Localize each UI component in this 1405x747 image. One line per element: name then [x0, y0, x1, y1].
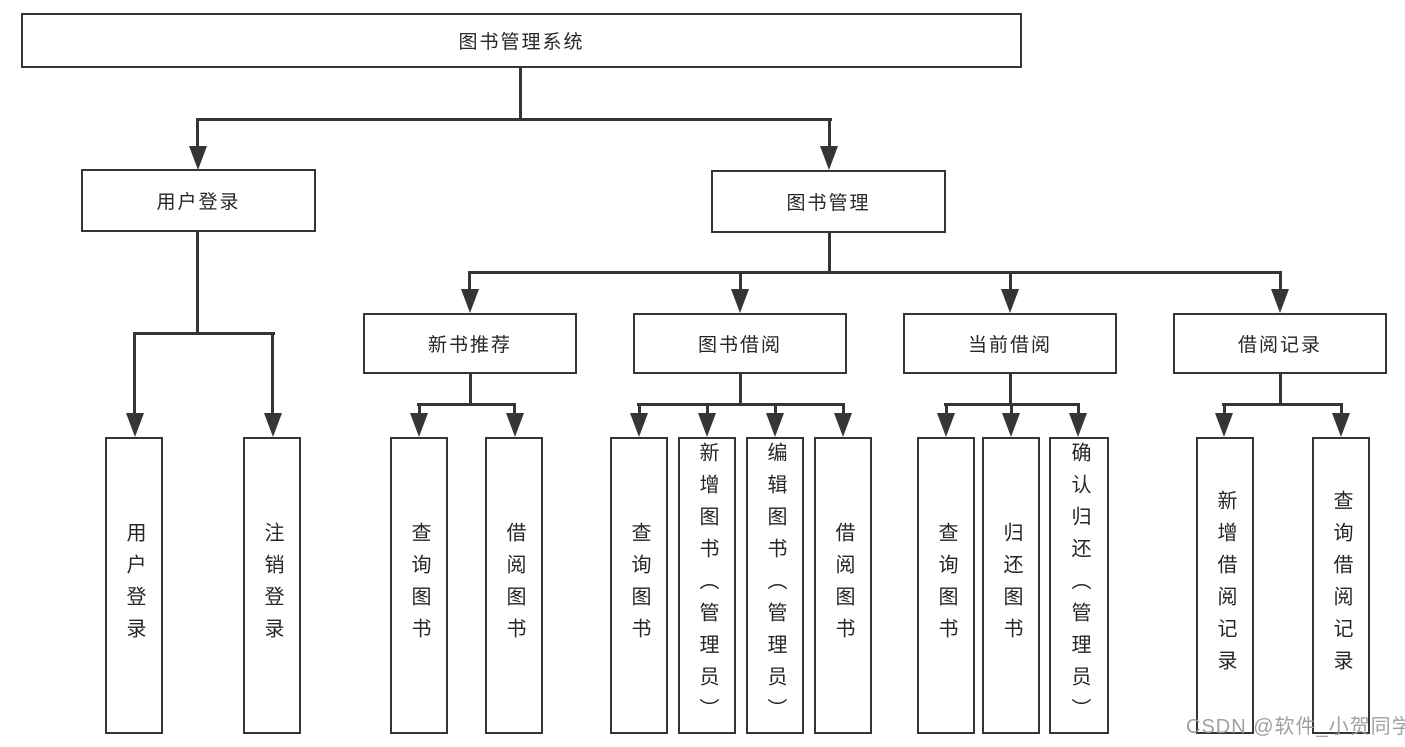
node-borrow-records: 借阅记录	[1173, 313, 1387, 374]
leaf-borrow-books-recommend: 借阅图书	[485, 437, 543, 734]
arrowhead-down-icon	[264, 413, 282, 437]
connector-stem	[774, 403, 777, 415]
arrowhead-down-icon	[834, 413, 852, 437]
connector-stem	[133, 332, 136, 415]
connector-level1-branch	[196, 118, 832, 121]
connector-branch	[637, 403, 845, 406]
arrowhead-down-icon	[1215, 413, 1233, 437]
connector-branch	[417, 403, 516, 406]
connector-stem	[739, 373, 742, 406]
connector-stem	[1010, 403, 1013, 415]
arrowhead-down-icon	[698, 413, 716, 437]
arrowhead-down-icon	[1002, 413, 1020, 437]
node-root: 图书管理系统	[21, 13, 1022, 68]
arrowhead-down-icon	[189, 146, 207, 170]
connector-root-stem	[519, 67, 522, 120]
connector-stem	[828, 232, 831, 274]
leaf-query-books-borrowing: 查询图书	[610, 437, 668, 734]
connector-stem	[945, 403, 948, 415]
arrowhead-down-icon	[410, 413, 428, 437]
leaf-query-books-recommend: 查询图书	[390, 437, 448, 734]
connector-stem	[513, 403, 516, 415]
arrowhead-down-icon	[630, 413, 648, 437]
arrowhead-down-icon	[126, 413, 144, 437]
connector-stem	[271, 332, 274, 415]
connector-stem	[196, 231, 199, 334]
leaf-logout: 注销登录	[243, 437, 301, 734]
connector-stem	[739, 271, 742, 293]
arrowhead-down-icon	[731, 289, 749, 313]
node-user-login: 用户登录	[81, 169, 316, 232]
connector-stem	[706, 403, 709, 415]
node-book-management: 图书管理	[711, 170, 946, 233]
connector-stem	[1009, 271, 1012, 293]
connector-branch	[133, 332, 275, 335]
connector-stem	[418, 403, 421, 415]
watermark-text: CSDN @软件_小贺同学	[1186, 716, 1405, 738]
connector-stem	[1077, 403, 1080, 415]
connector-stem	[1223, 403, 1226, 415]
connector-stem	[842, 403, 845, 415]
arrowhead-down-icon	[1001, 289, 1019, 313]
arrowhead-down-icon	[461, 289, 479, 313]
arrowhead-down-icon	[820, 146, 838, 170]
connector-stem	[468, 271, 471, 293]
connector-stem	[196, 118, 199, 148]
leaf-confirm-return-admin: 确认归还（管理员）	[1049, 437, 1109, 734]
connector-stem	[1340, 403, 1343, 415]
connector-level3-branch	[468, 271, 1282, 274]
arrowhead-down-icon	[506, 413, 524, 437]
leaf-query-books-current: 查询图书	[917, 437, 975, 734]
arrowhead-down-icon	[1069, 413, 1087, 437]
connector-stem	[1279, 373, 1282, 406]
arrowhead-down-icon	[1332, 413, 1350, 437]
connector-stem	[638, 403, 641, 415]
connector-branch	[1222, 403, 1343, 406]
leaf-user-login: 用户登录	[105, 437, 163, 734]
node-new-book-recommend: 新书推荐	[363, 313, 577, 374]
leaf-query-borrow-record: 查询借阅记录	[1312, 437, 1370, 734]
connector-stem	[828, 118, 831, 148]
arrowhead-down-icon	[937, 413, 955, 437]
arrowhead-down-icon	[766, 413, 784, 437]
leaf-borrow-books-borrowing: 借阅图书	[814, 437, 872, 734]
leaf-edit-book-admin: 编辑图书（管理员）	[746, 437, 804, 734]
connector-stem	[469, 373, 472, 406]
node-book-borrowing: 图书借阅	[633, 313, 847, 374]
leaf-return-books: 归还图书	[982, 437, 1040, 734]
node-current-borrowing: 当前借阅	[903, 313, 1117, 374]
leaf-add-borrow-record: 新增借阅记录	[1196, 437, 1254, 734]
connector-stem	[1009, 373, 1012, 406]
leaf-add-book-admin: 新增图书（管理员）	[678, 437, 736, 734]
connector-stem	[1279, 271, 1282, 293]
arrowhead-down-icon	[1271, 289, 1289, 313]
